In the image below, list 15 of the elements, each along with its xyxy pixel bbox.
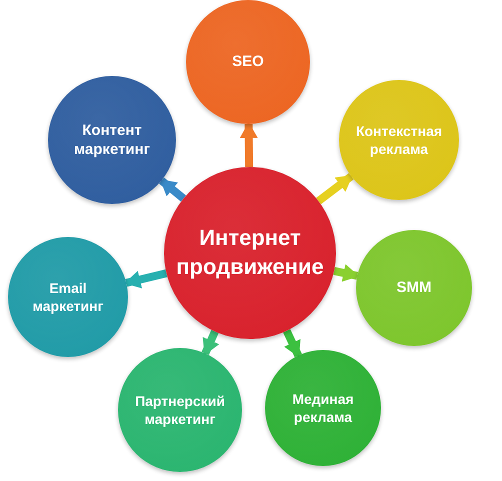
arrow xyxy=(283,329,302,358)
topic-label: Контекстная реклама xyxy=(354,122,444,158)
arrow xyxy=(202,330,220,356)
topic-label: SMM xyxy=(396,278,432,298)
topic-label: Мединая реклама xyxy=(291,390,355,426)
topic-label: Интернет продвижение xyxy=(175,224,325,281)
arrow xyxy=(240,122,258,168)
arrow xyxy=(316,173,354,204)
topic-label: Email маркетинг xyxy=(32,278,104,316)
topic-label: Контент маркетинг xyxy=(73,120,151,160)
topic-label: Партнерский маркетинг xyxy=(134,392,226,428)
topic-label: SEO xyxy=(231,52,265,72)
arrow xyxy=(333,264,360,282)
arrow xyxy=(158,177,186,202)
arrow xyxy=(124,269,168,288)
